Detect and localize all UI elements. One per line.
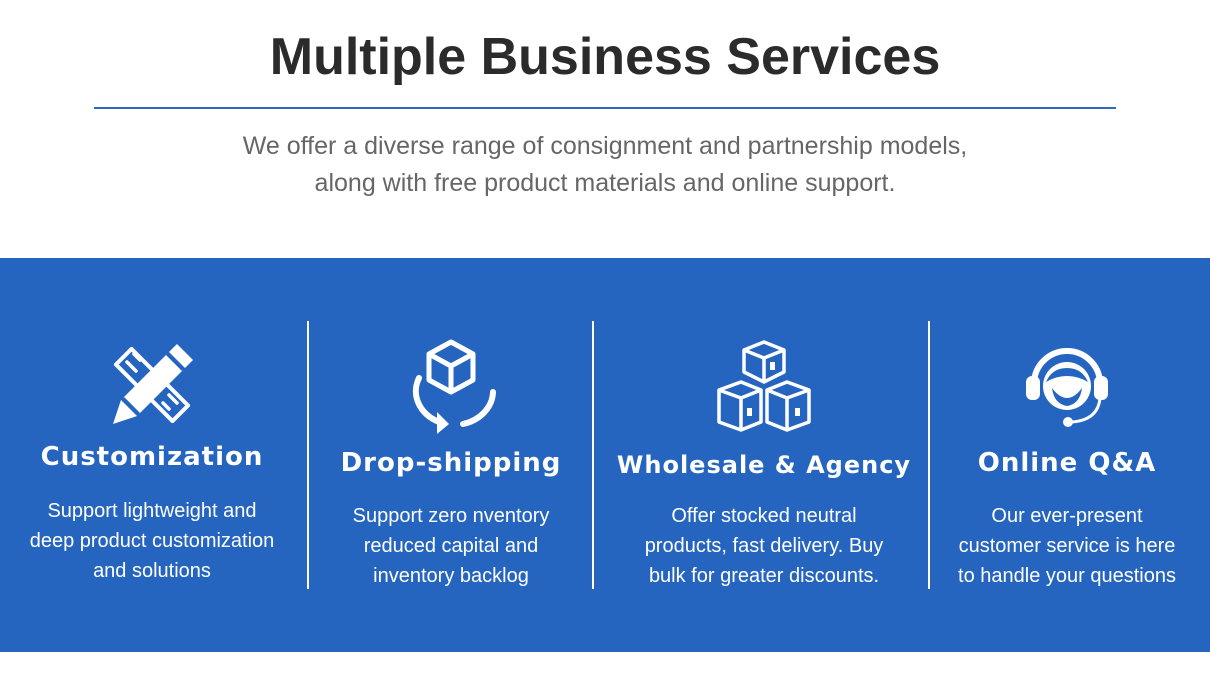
subtitle-line: We offer a diverse range of consignment …: [242, 132, 968, 160]
stacked-boxes-icon: [715, 338, 813, 434]
box-cycle-icon: [399, 338, 503, 434]
column-divider: [592, 321, 594, 589]
description-line: Offer stocked neutral: [671, 505, 857, 527]
column-divider: [928, 321, 930, 589]
service-heading: Online Q&A: [977, 448, 1157, 478]
description-line: and solutions: [93, 560, 211, 582]
page-title: Multiple Business Services: [269, 28, 941, 86]
service-description: Offer stocked neutral products, fast del…: [600, 501, 928, 591]
services-band: Customization Support lightweight and de…: [0, 258, 1210, 652]
description-line: deep product customization: [29, 530, 275, 552]
service-description: Support zero nventory reduced capital an…: [312, 501, 590, 591]
description-line: Support zero nventory: [352, 505, 550, 527]
description-line: bulk for greater discounts.: [648, 565, 880, 587]
description-line: customer service is here: [958, 535, 1176, 557]
description-line: products, fast delivery. Buy: [644, 535, 884, 557]
service-description: Our ever-present customer service is her…: [934, 501, 1200, 591]
subtitle-line: along with free product materials and on…: [314, 169, 896, 197]
page-subtitle: We offer a diverse range of consignment …: [0, 128, 1210, 202]
description-line: to handle your questions: [958, 565, 1176, 587]
service-heading: Wholesale & Agency: [616, 451, 912, 479]
service-description: Support lightweight and deep product cus…: [6, 496, 298, 586]
description-line: Support lightweight and: [47, 500, 257, 522]
headset-agent-icon: [1024, 342, 1110, 432]
pencil-ruler-icon: [107, 340, 197, 430]
description-line: reduced capital and: [363, 535, 539, 557]
service-heading: Drop-shipping: [340, 448, 562, 478]
title-divider: [94, 107, 1116, 109]
column-divider: [307, 321, 309, 589]
service-heading: Customization: [40, 442, 264, 472]
description-line: inventory backlog: [373, 565, 529, 587]
description-line: Our ever-present: [991, 505, 1143, 527]
